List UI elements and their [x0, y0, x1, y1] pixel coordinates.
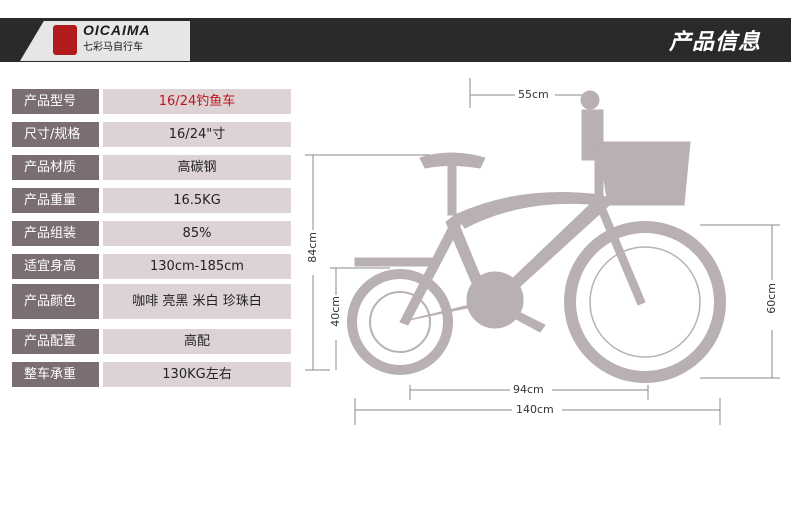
dimension-front-wheel: 60cm [765, 283, 778, 314]
spec-value: 16/24钓鱼车 [103, 89, 291, 114]
dimension-top: 55cm [516, 88, 551, 101]
spec-row-weight: 产品重量 16.5KG [12, 188, 291, 213]
dimension-height: 84cm [306, 232, 319, 263]
brand-logo-icon [53, 25, 77, 55]
page-title: 产品信息 [668, 30, 761, 55]
spec-value: 16.5KG [103, 188, 291, 213]
spec-row-config: 产品配置 高配 [12, 329, 291, 354]
dimension-rear-wheel: 40cm [329, 296, 342, 327]
spec-value: 130KG左右 [103, 362, 291, 387]
spec-label: 产品材质 [12, 155, 99, 180]
spec-label: 产品组装 [12, 221, 99, 246]
spec-row-assembly: 产品组装 85% [12, 221, 291, 246]
brand-name: OICAIMA [83, 22, 151, 38]
spec-row-size: 尺寸/规格 16/24"寸 [12, 122, 291, 147]
spec-label: 适宜身高 [12, 254, 99, 279]
spec-value: 咖啡 亮黑 米白 珍珠白 [103, 284, 291, 319]
spec-value: 高碳钢 [103, 155, 291, 180]
logo-box [20, 21, 190, 61]
spec-row-material: 产品材质 高碳钢 [12, 155, 291, 180]
dimension-length: 140cm [514, 403, 556, 416]
spec-row-height: 适宜身高 130cm-185cm [12, 254, 291, 279]
spec-value: 高配 [103, 329, 291, 354]
spec-label: 产品配置 [12, 329, 99, 354]
spec-value: 85% [103, 221, 291, 246]
spec-label: 产品颜色 [12, 284, 99, 319]
spec-label: 整车承重 [12, 362, 99, 387]
spec-label: 产品重量 [12, 188, 99, 213]
spec-row-load: 整车承重 130KG左右 [12, 362, 291, 387]
spec-row-model: 产品型号 16/24钓鱼车 [12, 89, 291, 114]
spec-value: 16/24"寸 [103, 122, 291, 147]
spec-label: 尺寸/规格 [12, 122, 99, 147]
brand-subtitle: 七彩马自行车 [83, 42, 143, 53]
spec-label: 产品型号 [12, 89, 99, 114]
dimension-wheelbase: 94cm [511, 383, 546, 396]
spec-value: 130cm-185cm [103, 254, 291, 279]
spec-row-color: 产品颜色 咖啡 亮黑 米白 珍珠白 [12, 284, 291, 319]
